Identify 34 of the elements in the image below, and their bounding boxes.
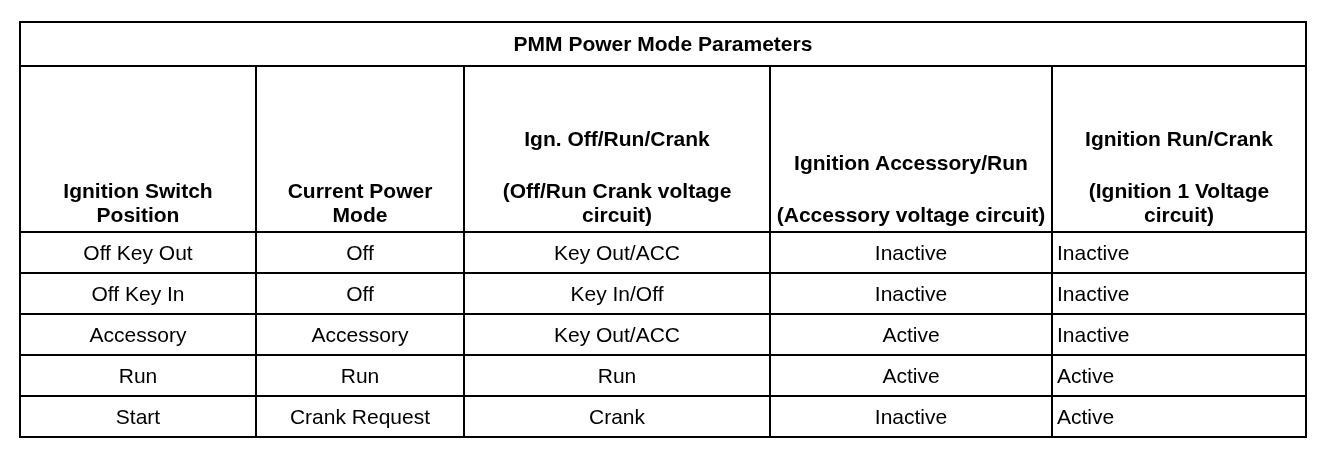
table-cell-text: Off: [345, 240, 375, 265]
column-header: Ignition Accessory/Run: [793, 151, 1029, 175]
table-cell-text: Off Key In: [90, 281, 186, 306]
table-cell-text: Inactive: [1057, 281, 1131, 306]
table-cell-text: Off Key Out: [82, 240, 194, 265]
table-cell-text: Off: [345, 281, 375, 306]
table-cell-text: Inactive: [873, 281, 949, 306]
column-subheader: (Ignition 1 Voltage circuit): [1087, 179, 1271, 227]
table-cell-text: Accessory: [310, 322, 410, 347]
table-cell-text: Key Out/ACC: [552, 322, 681, 347]
table-cell-text: Run: [596, 363, 638, 388]
table-cell-text: Run: [117, 363, 159, 388]
table-cell-text: Active: [881, 363, 941, 388]
table-cell-text: Key Out/ACC: [552, 240, 681, 265]
column-header: Ignition Run/Crank: [1084, 127, 1274, 151]
table-cell-text: Active: [1057, 404, 1116, 429]
column-header: Ign. Off/Run/Crank: [523, 127, 711, 151]
table-cell-text: Run: [339, 363, 381, 388]
table-cell-text: Inactive: [1057, 322, 1131, 347]
column-subheader: (Accessory voltage circuit): [775, 203, 1047, 227]
table-cell-text: Active: [1057, 363, 1116, 388]
column-subheader: (Off/Run Crank voltage circuit): [501, 179, 733, 227]
table-cell-text: Inactive: [1057, 240, 1131, 265]
table-cell-text: Accessory: [88, 322, 188, 347]
table-cell-text: Active: [881, 322, 941, 347]
table-cell-text: Inactive: [873, 404, 949, 429]
table-cell-text: Key In/Off: [569, 281, 665, 306]
table-cell-text: Inactive: [873, 240, 949, 265]
column-header: Ignition Switch Position: [62, 179, 214, 227]
table-title: PMM Power Mode Parameters: [512, 32, 814, 56]
column-header: Current Power Mode: [286, 179, 434, 227]
table-cell-text: Crank Request: [288, 404, 432, 429]
table-cell-text: Start: [114, 404, 162, 429]
table-cell-text: Crank: [588, 404, 646, 429]
